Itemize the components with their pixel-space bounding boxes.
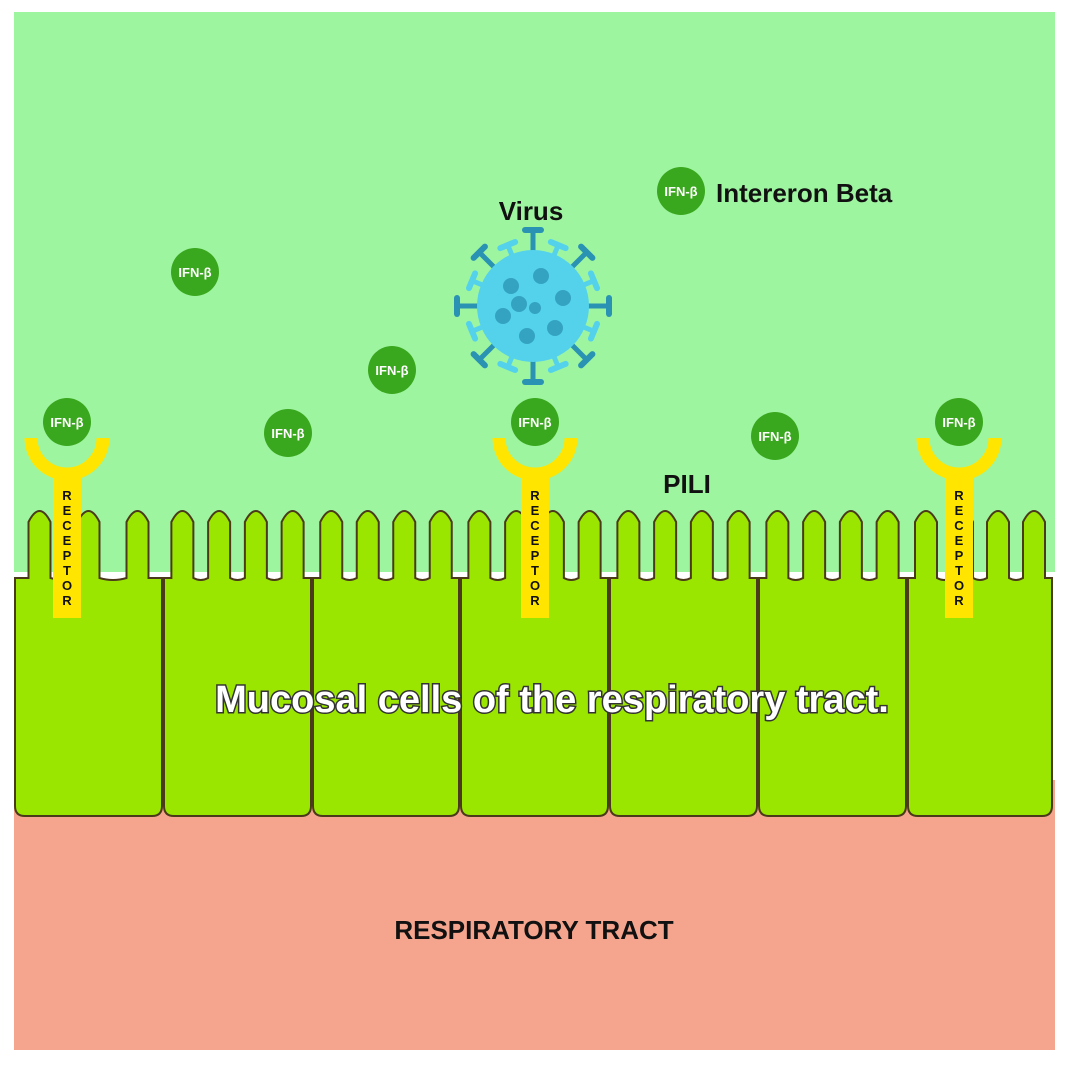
ifn-beta-molecule-icon: IFN-β — [657, 167, 705, 215]
ifn-beta-label: IFN-β — [942, 415, 975, 430]
receptor-letter: E — [955, 533, 964, 548]
receptor-letter: P — [955, 548, 964, 563]
mucosal-cell — [163, 510, 312, 817]
respiratory-tract-layer — [14, 780, 1055, 1050]
receptor-letter: E — [63, 503, 72, 518]
receptor-letter: P — [531, 548, 540, 563]
receptor-letter: E — [955, 503, 964, 518]
receptor-letter: C — [62, 518, 72, 533]
receptor-letter: O — [62, 578, 72, 593]
ifn-beta-label: IFN-β — [271, 426, 304, 441]
legend-label: Intereron Beta — [716, 178, 893, 208]
receptor-letter: R — [954, 593, 964, 608]
ifn-beta-molecule-icon: IFN-β — [368, 346, 416, 394]
ifn-beta-label: IFN-β — [375, 363, 408, 378]
receptor-letter: T — [63, 563, 71, 578]
receptor-letter: O — [530, 578, 540, 593]
receptor-letter: R — [530, 593, 540, 608]
ifn-beta-molecule-icon: IFN-β — [511, 398, 559, 446]
ifn-beta-molecule-icon: IFN-β — [171, 248, 219, 296]
receptor-letter: T — [955, 563, 963, 578]
receptor-letter: R — [954, 488, 964, 503]
receptor-letter: E — [531, 533, 540, 548]
receptor-letter: C — [530, 518, 540, 533]
tract-label: RESPIRATORY TRACT — [394, 915, 673, 945]
receptor-letter: O — [954, 578, 964, 593]
ifn-beta-molecule-icon: IFN-β — [43, 398, 91, 446]
caption-label: Mucosal cells of the respiratory tract. — [215, 679, 889, 721]
receptor-letter: T — [531, 563, 539, 578]
receptor-letter: E — [63, 533, 72, 548]
ifn-beta-label: IFN-β — [178, 265, 211, 280]
receptor-letter: R — [530, 488, 540, 503]
virus-label: Virus — [499, 196, 564, 226]
mucosal-cells — [14, 510, 1053, 817]
mucosal-cell — [758, 510, 907, 817]
ifn-beta-label: IFN-β — [664, 184, 697, 199]
mucosal-cell — [460, 510, 609, 817]
receptor-letter: C — [954, 518, 964, 533]
mucosal-cell — [609, 510, 758, 817]
ifn-beta-molecule-icon: IFN-β — [264, 409, 312, 457]
receptor-letter: P — [63, 548, 72, 563]
ifn-beta-molecule-icon: IFN-β — [935, 398, 983, 446]
pili-label: PILI — [663, 469, 711, 499]
mucosal-cell — [907, 510, 1053, 817]
receptor-letter: R — [62, 488, 72, 503]
ifn-beta-molecule-icon: IFN-β — [751, 412, 799, 460]
ifn-beta-label: IFN-β — [518, 415, 551, 430]
receptor-letter: R — [62, 593, 72, 608]
receptor-letter: E — [531, 503, 540, 518]
mucosal-cell — [312, 510, 460, 817]
ifn-beta-label: IFN-β — [50, 415, 83, 430]
coronavirus-icon — [454, 227, 612, 385]
ifn-beta-label: IFN-β — [758, 429, 791, 444]
mucosal-cell — [14, 510, 163, 817]
